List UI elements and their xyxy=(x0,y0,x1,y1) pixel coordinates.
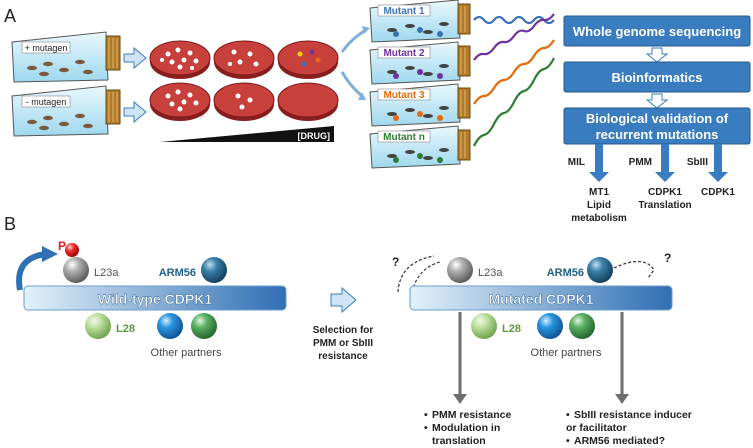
mut-bar xyxy=(409,285,673,311)
validation-label-1: Biological validation of xyxy=(586,111,729,126)
curve-arrow-down xyxy=(340,71,363,98)
outcome-right-bullet-1: • xyxy=(566,409,570,421)
outcome-right-2: or facilitator xyxy=(566,422,627,434)
bioinformatics-label: Bioinformatics xyxy=(611,70,702,85)
branch-mil: MIL MT1 Lipid metabolism xyxy=(568,144,627,224)
mut-other-partners-label: Other partners xyxy=(531,347,602,359)
flask-minus-mutagen: - mutagen xyxy=(11,85,121,137)
petri-dishes-minus xyxy=(149,82,339,121)
branch-pmm-line-1: CDPK1 xyxy=(648,187,682,198)
branch-sbiii: SbIII CDPK1 xyxy=(687,144,735,198)
wild-type-cdpk1: L23a ARM56 Wild-type CDPK1 L28 Other par… xyxy=(23,257,287,359)
outcome-left-2: Modulation in xyxy=(432,422,500,434)
mutant-flask-n: Mutant n xyxy=(369,125,471,169)
mut-l23a-label: L23a xyxy=(478,267,503,279)
curve-arrow-up-head xyxy=(362,26,370,34)
outcome-arrow-right-head xyxy=(615,394,629,404)
outcome-right-3: ARM56 mediated? xyxy=(574,435,665,447)
mutant-flask-1: Mutant 1 xyxy=(369,0,471,43)
branch-pmm-drug: PMM xyxy=(629,157,652,168)
mut-partner-blue-ball xyxy=(537,313,563,339)
outcome-arrow-left-head xyxy=(453,394,467,404)
branch-sbiii-drug: SbIII xyxy=(687,157,708,168)
mut-partner-green-ball xyxy=(569,313,595,339)
outcome-left-3: translation xyxy=(432,435,486,447)
outcome-left-1: PMM resistance xyxy=(432,409,512,421)
phospho-arrow-head xyxy=(42,246,58,262)
branch-mil-drug: MIL xyxy=(568,157,585,168)
drug-gradient-wedge xyxy=(160,126,334,142)
mut-l28-label: L28 xyxy=(502,323,521,335)
wt-partner-green-ball xyxy=(191,313,217,339)
mut-question-right: ? xyxy=(664,251,671,265)
drug-label: [DRUG] xyxy=(298,131,331,141)
arrow-to-dishes-plus xyxy=(123,46,147,70)
mut-bar-label: Mutated CDPK1 xyxy=(488,291,593,307)
mutant-flask-2: Mutant 2 xyxy=(369,41,471,85)
outcome-left-bullet-1: • xyxy=(424,409,428,421)
validation-label-2: recurrent mutations xyxy=(596,127,719,142)
mutant-2-label: Mutant 2 xyxy=(383,48,425,59)
branch-pmm: PMM CDPK1 Translation xyxy=(629,144,692,211)
mutant-1-label: Mutant 1 xyxy=(383,6,425,17)
mutated-cdpk1: ? L23a ARM56 ? Mutated CDPK1 L28 Other p… xyxy=(392,251,673,359)
wt-l28-ball xyxy=(85,313,111,339)
branch-pmm-line-2: Translation xyxy=(638,200,691,211)
curve-arrow-up xyxy=(340,28,367,53)
validation-box xyxy=(563,107,751,145)
selection-line-3: resistance xyxy=(318,351,368,362)
mut-l28-ball xyxy=(471,313,497,339)
selection-line-1: Selection for xyxy=(313,325,374,336)
wgs-box xyxy=(563,15,751,47)
arrow-to-dishes-minus xyxy=(123,100,147,124)
phospho-arrow xyxy=(16,251,47,291)
mut-arm56-ball xyxy=(587,257,613,283)
curve-arrow-down-head xyxy=(358,92,366,100)
wt-arm56-ball xyxy=(201,257,227,283)
wt-partner-blue-ball xyxy=(157,313,183,339)
wt-l23a-label: L23a xyxy=(94,267,119,279)
phospho-ball xyxy=(65,243,79,257)
branch-mil-line-2: Lipid xyxy=(587,200,611,211)
outcome-left-bullet-2: • xyxy=(424,422,428,434)
branch-sbiii-line-1: CDPK1 xyxy=(701,187,735,198)
outcome-right-bullet-2: • xyxy=(566,435,570,447)
branch-mil-line-1: MT1 xyxy=(589,187,609,198)
selection-line-2: PMM or SbIII xyxy=(313,338,373,349)
bioinformatics-box xyxy=(563,61,751,93)
wt-bar-label: Wild-type CDPK1 xyxy=(98,291,212,307)
flask-plus-mutagen-label: + mutagen xyxy=(25,43,68,53)
branch-mil-line-3: metabolism xyxy=(571,213,627,224)
outcomes-left: • PMM resistance • Modulation in transla… xyxy=(424,409,512,447)
mut-question-left: ? xyxy=(392,255,399,269)
phospho-label: P xyxy=(58,239,66,253)
wt-l23a-ball xyxy=(63,257,89,283)
wgs-down-arrow xyxy=(645,47,669,63)
flask-plus-mutagen: + mutagen xyxy=(11,31,121,83)
mut-l23a-ball xyxy=(447,257,473,283)
mutant-n-label: Mutant n xyxy=(383,132,425,143)
selection-arrow xyxy=(330,286,357,314)
bioinformatics-down-arrow xyxy=(645,93,669,109)
flask-minus-mutagen-label: - mutagen xyxy=(26,97,67,107)
mutant-flask-3: Mutant 3 xyxy=(369,83,471,127)
petri-dishes-plus xyxy=(149,40,339,79)
wt-other-partners-label: Other partners xyxy=(151,347,222,359)
wt-l28-label: L28 xyxy=(116,323,135,335)
panel-a-label: A xyxy=(4,6,16,26)
mut-dashed-right xyxy=(613,260,655,279)
outcome-right-1: SbIII resistance inducer xyxy=(574,409,692,421)
mut-arm56-label: ARM56 xyxy=(547,267,584,279)
wt-bar xyxy=(23,285,287,311)
outcomes-right: • SbIII resistance inducer or facilitato… xyxy=(566,409,692,447)
wt-arm56-label: ARM56 xyxy=(159,267,196,279)
mut-dashed-left-2 xyxy=(411,261,441,293)
dna-strands xyxy=(473,13,555,147)
mutant-3-label: Mutant 3 xyxy=(383,90,425,101)
panel-b-label: B xyxy=(4,214,16,234)
mut-dashed-left xyxy=(397,255,435,293)
wgs-label: Whole genome sequencing xyxy=(573,24,741,39)
